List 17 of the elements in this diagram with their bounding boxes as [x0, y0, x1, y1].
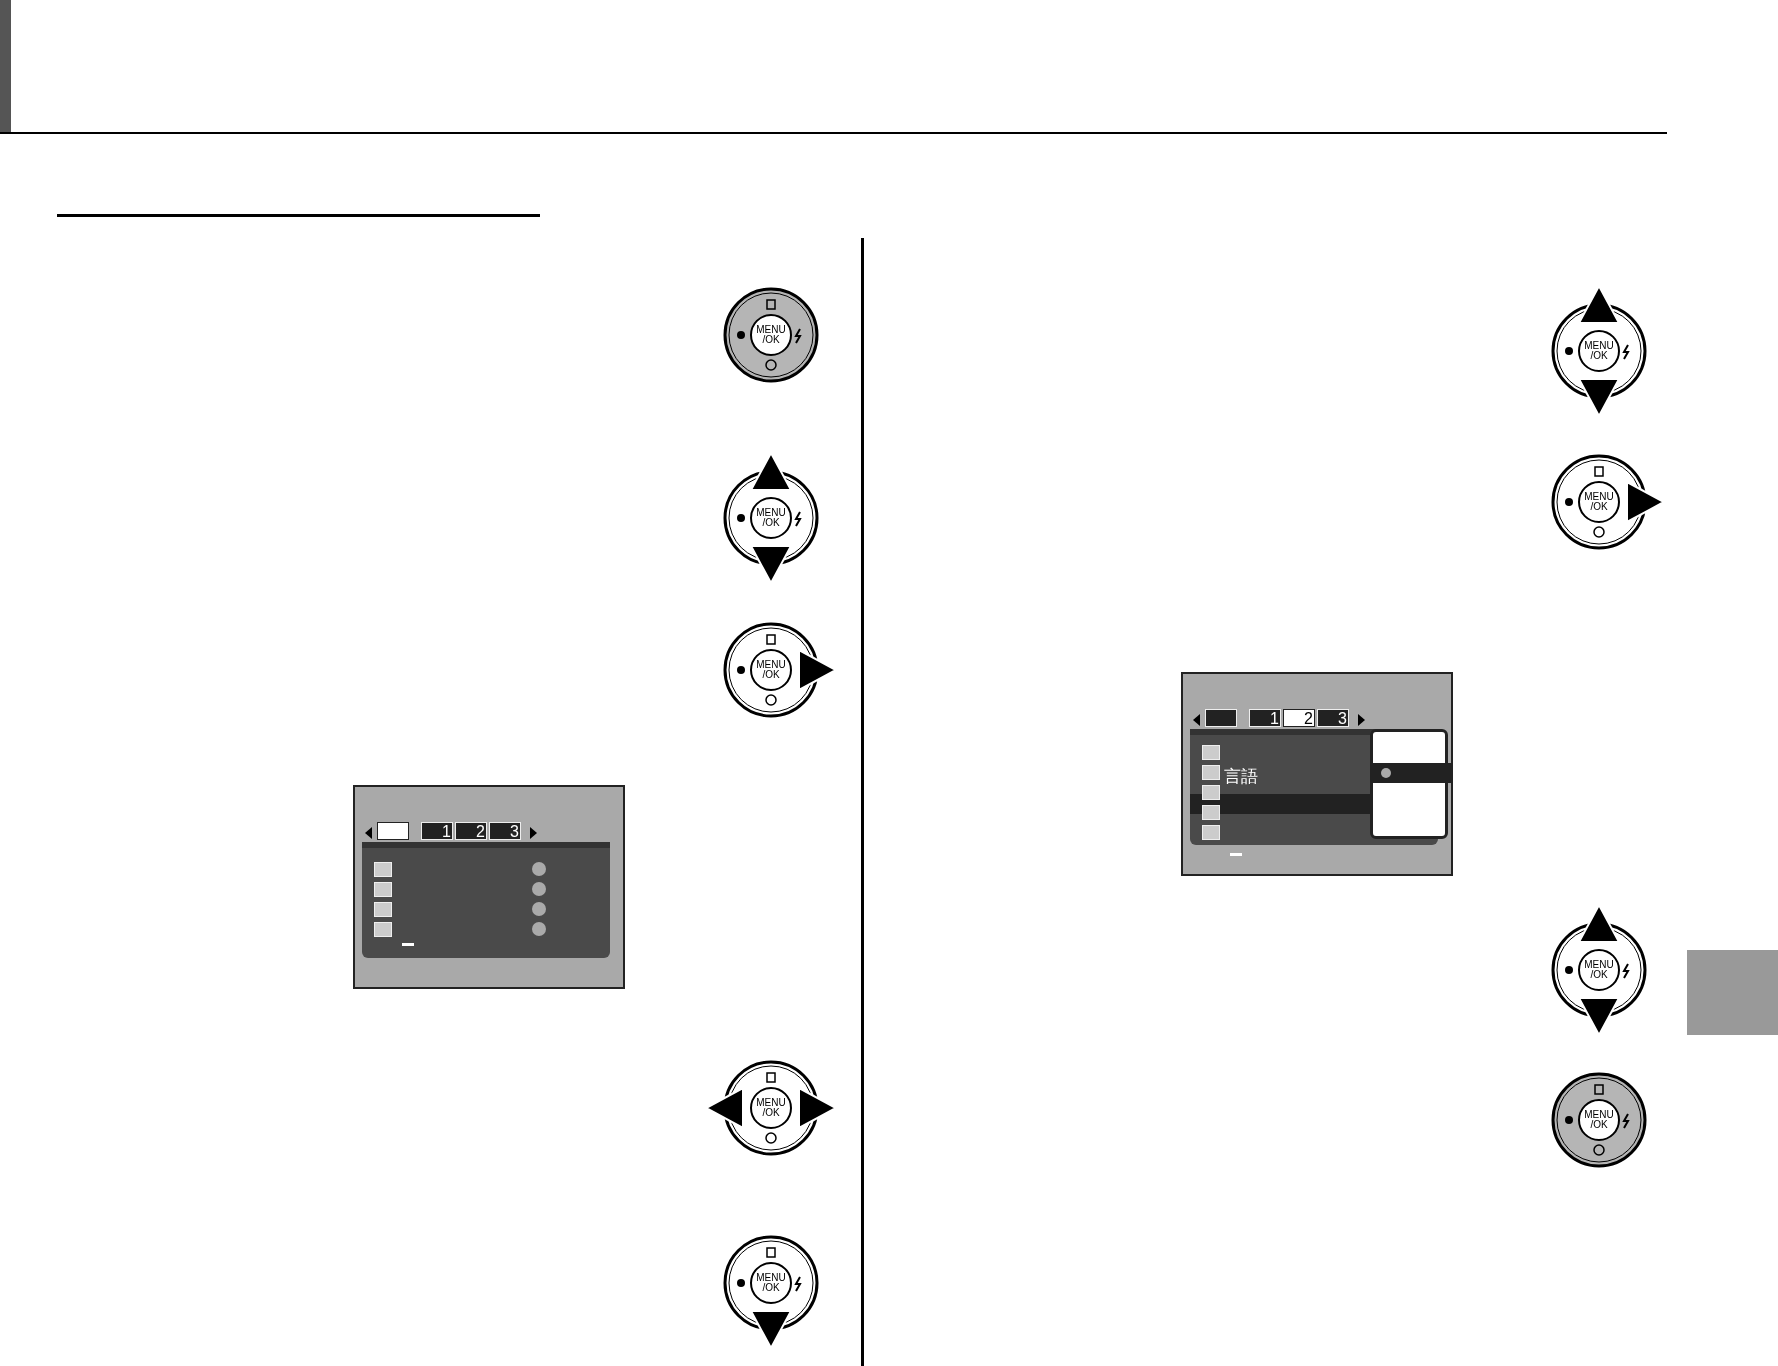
button-label: MENU /OK	[1584, 492, 1614, 512]
button-label: MENU /OK	[756, 508, 786, 528]
settings-tab: 3	[489, 822, 521, 840]
button-label: MENU /OK	[1584, 960, 1614, 980]
button-label: MENU /OK	[756, 1098, 786, 1118]
settings-tab: 2	[1283, 709, 1315, 727]
button-label: MENU /OK	[1584, 1110, 1614, 1130]
menu-item-text: 言語	[1224, 765, 1258, 788]
settings-tab: 2	[455, 822, 487, 840]
button-label: MENU /OK	[756, 325, 786, 345]
settings-tab: 1	[1249, 709, 1281, 727]
button-label: MENU /OK	[1584, 341, 1614, 361]
button-label: MENU /OK	[756, 1273, 786, 1293]
settings-tab: 1	[421, 822, 453, 840]
button-label: MENU /OK	[756, 660, 786, 680]
settings-tab: 3	[1317, 709, 1349, 727]
section-tab	[1687, 950, 1778, 1035]
